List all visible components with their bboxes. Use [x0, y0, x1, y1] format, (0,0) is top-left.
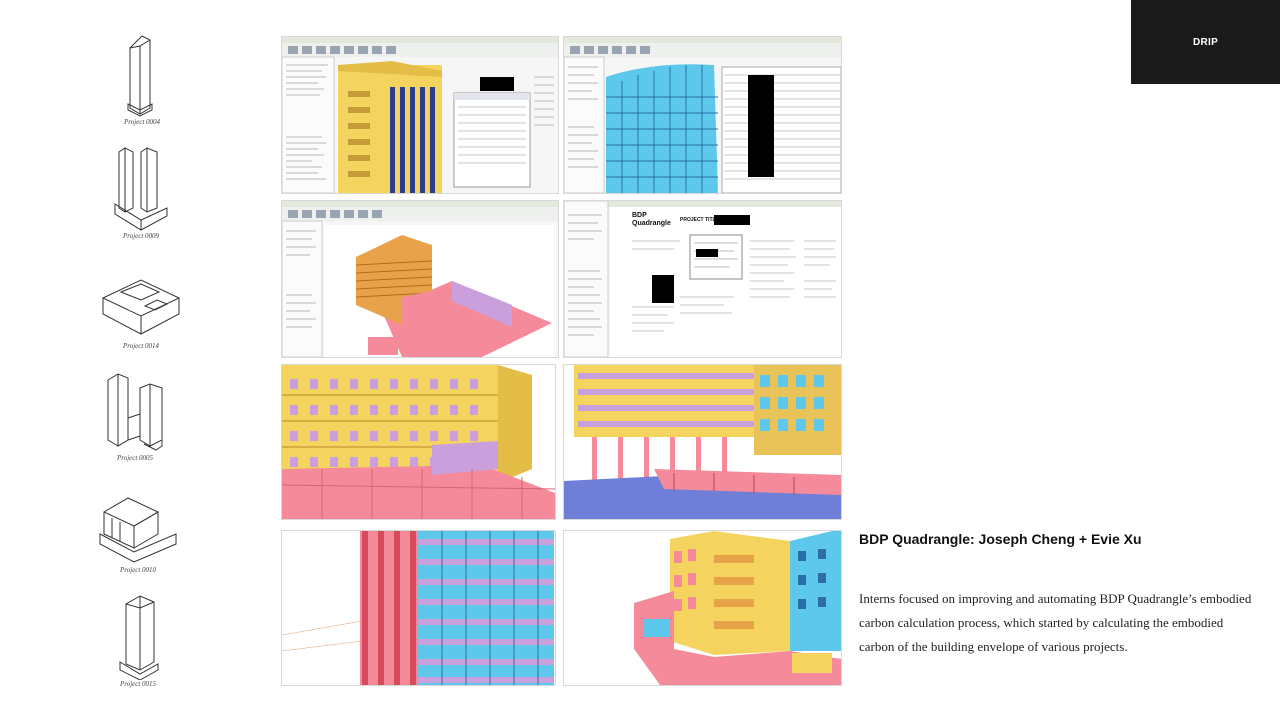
tower-sketch-icon — [127, 35, 153, 117]
model-render-stilts — [563, 364, 842, 520]
project-caption: Project 0010 — [119, 566, 157, 574]
article-title: BDP Quadrangle: Joseph Cheng + Evie Xu — [859, 531, 1142, 547]
project-caption: Project 0015 — [119, 680, 157, 688]
project-caption: Project 0009 — [122, 232, 160, 240]
model-render-red-blue-facade — [281, 530, 556, 686]
u-block-sketch-icon — [107, 373, 163, 451]
svg-text:Quadrangle: Quadrangle — [632, 220, 671, 227]
model-render-facade-podium — [281, 364, 556, 520]
drip-label: DRIP — [1192, 36, 1219, 48]
project-0004-thumbnail: Project 0004 — [118, 34, 166, 126]
article-body: Interns focused on improving and automat… — [859, 591, 1252, 654]
twin-tower-sketch-icon — [114, 147, 168, 231]
project-0015-thumbnail: Project 0015 — [116, 594, 160, 688]
project-caption: Project 0004 — [123, 118, 161, 126]
model-render-corner-podium — [563, 530, 842, 686]
revit-screenshot-blue-tower — [563, 36, 842, 194]
stepped-block-sketch-icon — [99, 497, 177, 563]
project-0010-thumbnail: Project 0010 — [98, 490, 178, 574]
revit-screenshot-podium — [281, 200, 559, 358]
slim-tower-sketch-icon — [119, 595, 159, 680]
podium-sketch-icon — [101, 279, 181, 335]
project-caption: Project 0014 — [122, 342, 160, 350]
project-caption: Project 0005 — [116, 454, 154, 462]
project-0005-thumbnail: Project 0005 — [104, 370, 166, 462]
svg-text:PROJECT TITLE:: PROJECT TITLE: — [680, 217, 721, 223]
template-sheet-screenshot: BDP Quadrangle PROJECT TITLE: — [563, 200, 842, 358]
revit-screenshot-yellow-facade — [281, 36, 559, 194]
drip-badge: DRIP — [1131, 0, 1280, 84]
bdp-quadrangle-logo-text: BDP — [632, 212, 647, 219]
project-0009-thumbnail: Project 0009 — [113, 146, 169, 240]
project-0014-thumbnail: Project 0014 — [101, 272, 181, 350]
